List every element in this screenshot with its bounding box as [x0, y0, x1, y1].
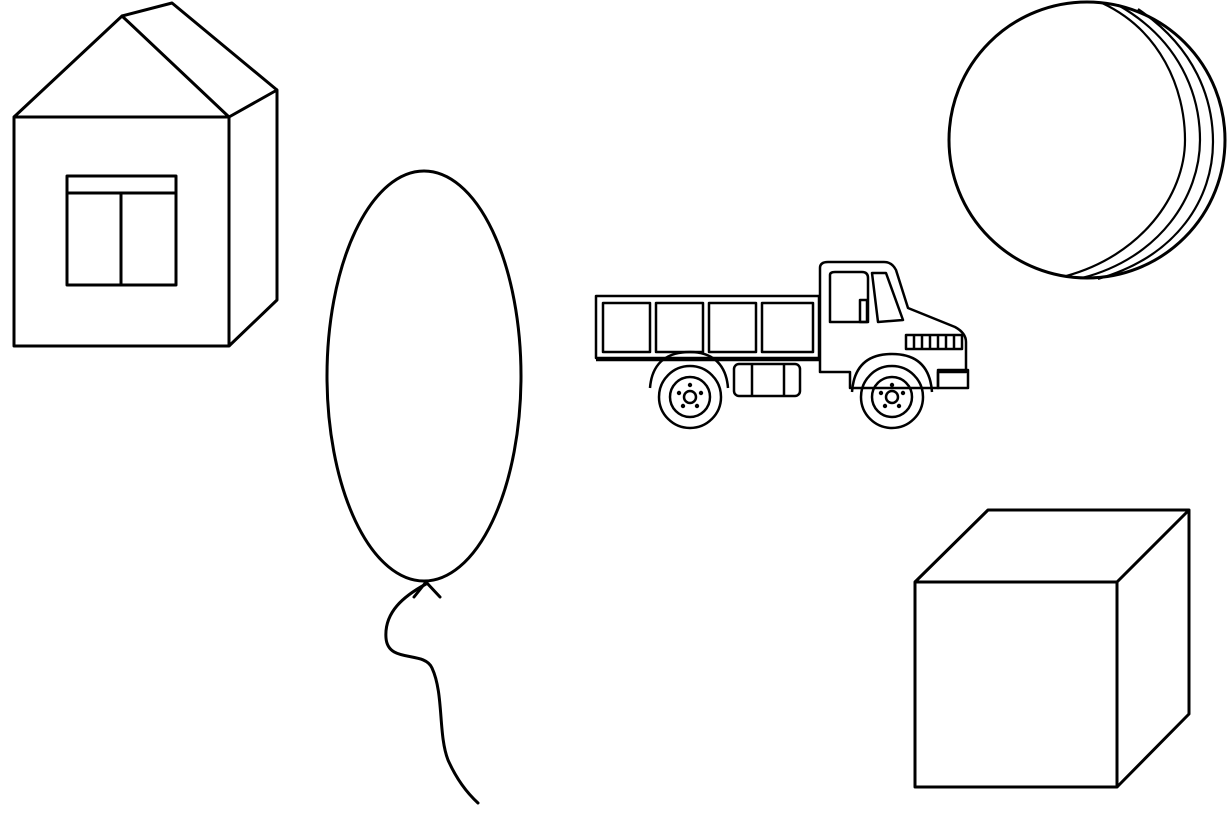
worksheet-canvas [0, 0, 1227, 838]
truck-icon [0, 0, 1227, 838]
ball-icon [0, 0, 1227, 838]
house-icon [0, 0, 1227, 838]
balloon-icon [0, 0, 1227, 838]
cube-icon [0, 0, 1227, 838]
